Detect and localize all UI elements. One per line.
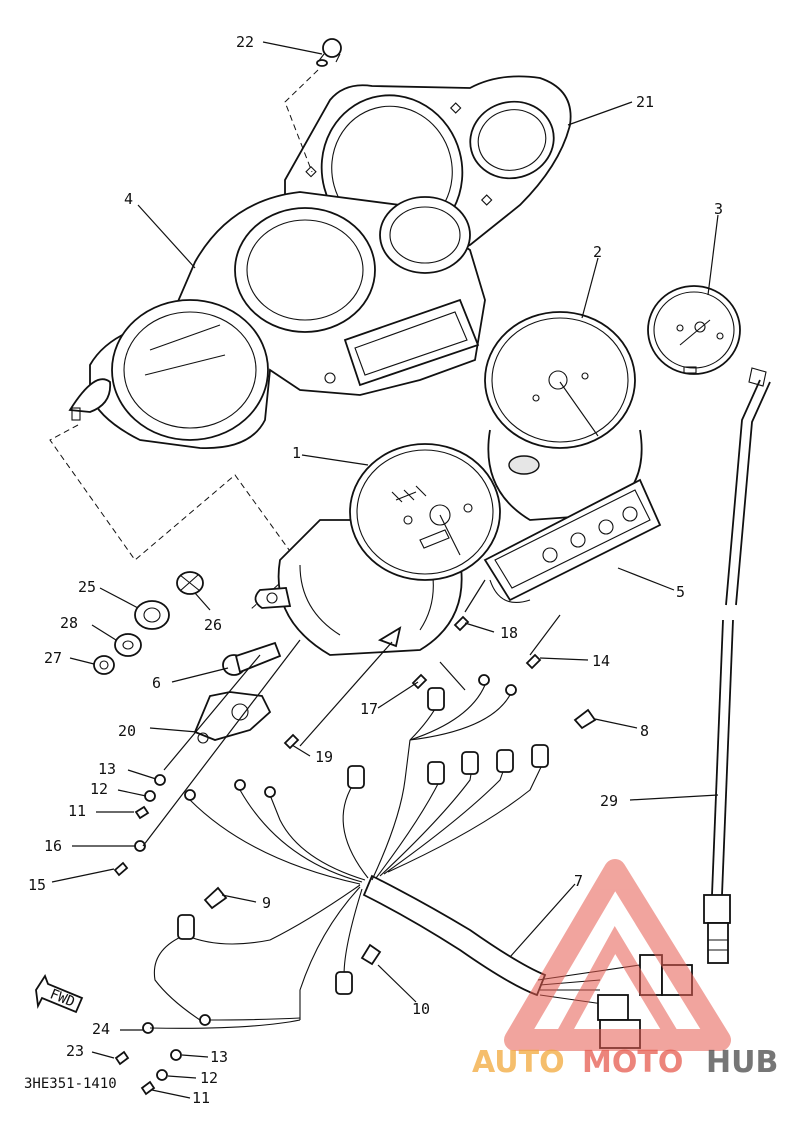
callout-23: 23 xyxy=(66,1042,84,1060)
callout-6: 6 xyxy=(152,674,161,692)
callout-18: 18 xyxy=(500,624,518,642)
callout-13b: 13 xyxy=(210,1048,228,1066)
callout-21: 21 xyxy=(636,93,654,111)
callout-15: 15 xyxy=(28,876,46,894)
callout-11b: 11 xyxy=(192,1089,210,1107)
callout-17: 17 xyxy=(360,700,378,718)
part-code: 3HE351-1410 xyxy=(24,1076,117,1092)
callout-8: 8 xyxy=(640,722,649,740)
callout-16: 16 xyxy=(44,837,62,855)
watermark-moto: MOTO xyxy=(582,1045,683,1080)
callout-20: 20 xyxy=(118,722,136,740)
callout-10: 10 xyxy=(412,1000,430,1018)
callout-14: 14 xyxy=(592,652,610,670)
part-3-gauge xyxy=(647,285,741,375)
watermark-text: AUTO MOTO HUB xyxy=(472,1045,778,1080)
callout-28: 28 xyxy=(60,614,78,632)
callout-27: 27 xyxy=(44,649,62,667)
part-4-meter-case xyxy=(68,191,486,449)
callout-13a: 13 xyxy=(98,760,116,778)
callout-7: 7 xyxy=(574,872,583,890)
part-1-speedometer xyxy=(254,443,501,656)
fwd-arrow-icon: FWD xyxy=(35,974,84,1014)
callout-25: 25 xyxy=(78,578,96,596)
callout-26: 26 xyxy=(204,616,222,634)
watermark-auto: AUTO xyxy=(472,1045,565,1080)
part-22-screw xyxy=(316,38,342,67)
callout-1: 1 xyxy=(292,444,301,462)
callout-3: 3 xyxy=(714,200,723,218)
callout-12b: 12 xyxy=(200,1069,218,1087)
part-5-indicator-panel xyxy=(483,478,662,604)
watermark-logo xyxy=(504,859,731,1051)
callout-19: 19 xyxy=(315,748,333,766)
callout-4: 4 xyxy=(124,190,133,208)
leader-lines xyxy=(51,41,719,1099)
callout-12a: 12 xyxy=(90,780,108,798)
callout-11a: 11 xyxy=(68,802,86,820)
callout-5: 5 xyxy=(676,583,685,601)
callout-22: 22 xyxy=(236,33,254,51)
callout-labels: 22 21 4 3 2 1 5 25 26 28 27 6 18 14 17 8… xyxy=(24,33,723,1107)
part-2-tachometer xyxy=(484,311,643,521)
callout-29: 29 xyxy=(600,792,618,810)
watermark-hub: HUB xyxy=(706,1045,778,1080)
callout-2: 2 xyxy=(593,243,602,261)
callout-9: 9 xyxy=(262,894,271,912)
part-7-harness xyxy=(149,674,693,1049)
callout-24: 24 xyxy=(92,1020,110,1038)
part-29-cable xyxy=(703,367,771,964)
